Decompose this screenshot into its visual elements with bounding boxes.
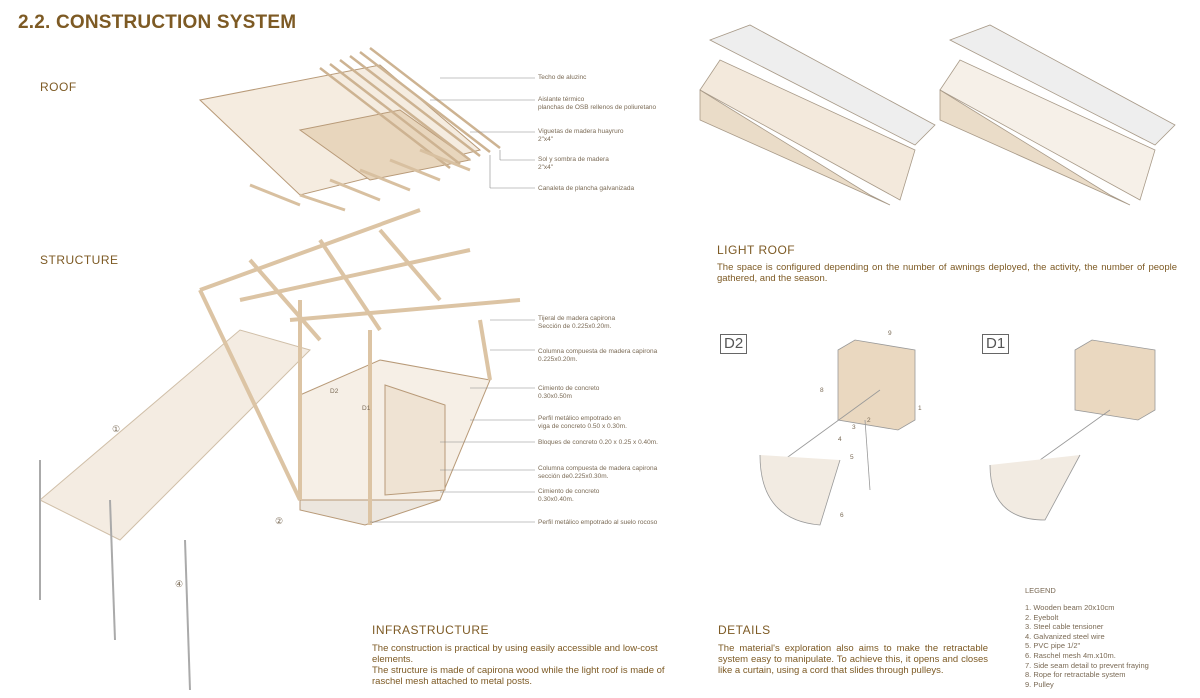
roof-label: Techo de aluzinc: [538, 74, 587, 81]
structure-label: Tijeral de madera capirona Sección de 0.…: [538, 315, 616, 330]
d2-number: 9: [888, 330, 892, 337]
d2-number: 8: [820, 387, 824, 394]
d2-number: 3: [852, 424, 856, 431]
structure-label: Perfil metálico empotrado al suelo rocos…: [538, 519, 658, 526]
d1-detail: [989, 339, 1156, 521]
legend-item: 1. Wooden beam 20x10cm: [1025, 603, 1115, 612]
legend-item: 6. Raschel mesh 4m.x10m.: [1025, 650, 1116, 660]
roof-axonometric: [198, 47, 535, 212]
structure-axonometric: [39, 208, 535, 691]
d2-tag: D2: [720, 334, 748, 354]
structure-label: Cimiento de concreto 0.30x0.40m.: [538, 488, 600, 503]
legend-item: 9. Pulley: [1025, 679, 1054, 689]
structure-heading: STRUCTURE: [40, 253, 119, 267]
infrastructure-text: The construction is practical by using e…: [372, 643, 665, 687]
legend-item: 4. Galvanized steel wire: [1025, 631, 1105, 641]
roof-heading: ROOF: [40, 80, 77, 94]
marker: ④: [175, 579, 184, 589]
legend-item: 8. Rope for retractable system: [1025, 670, 1126, 680]
marker: ②: [275, 516, 284, 526]
legend-item: 5. PVC pipe 1/2": [1025, 641, 1081, 651]
structure-label: Bloques de concreto 0.20 x 0.25 x 0.40m.: [538, 439, 658, 446]
light-roof-views: [699, 24, 1176, 206]
d2-number: 5: [850, 454, 854, 461]
roof-label: Aislante térmico planchas de OSB relleno…: [538, 96, 657, 111]
legend-heading: LEGEND: [1025, 586, 1056, 595]
structure-label: Cimiento de concreto 0.30x0.50m: [538, 385, 600, 400]
structure-label: Perfil metálico empotrado en viga de con…: [538, 415, 627, 430]
marker: ①: [112, 424, 121, 434]
details-heading: DETAILS: [718, 623, 771, 637]
d2-number: 2: [867, 417, 871, 424]
marker: D2: [330, 388, 339, 395]
structure-label: Columna compuesta de madera capirona 0.2…: [538, 348, 658, 363]
marker: D1: [362, 405, 371, 412]
light-roof-heading: LIGHT ROOF: [717, 243, 796, 257]
legend-item: 2. Eyebolt: [1025, 612, 1059, 622]
roof-label: Viguetas de madera huayruro 2"x4": [538, 128, 624, 143]
d2-number: 4: [838, 436, 842, 443]
roof-label: Sol y sombra de madera 2"x4": [538, 156, 609, 171]
structure-label: Columna compuesta de madera capirona sec…: [538, 465, 658, 480]
infrastructure-heading: INFRASTRUCTURE: [372, 623, 489, 637]
roof-label: Canaleta de plancha galvanizada: [538, 185, 635, 192]
d2-detail: [759, 339, 916, 526]
details-text: The material's exploration also aims to …: [718, 643, 988, 676]
legend-list: 1. Wooden beam 20x10cm 2. Eyebolt 3. Ste…: [1025, 603, 1149, 689]
d1-tag: D1: [982, 334, 1010, 354]
page-title: 2.2. CONSTRUCTION SYSTEM: [18, 12, 297, 33]
light-roof-text: The space is configured depending on the…: [717, 262, 1177, 284]
d2-number: 1: [918, 405, 922, 412]
d2-number: 6: [840, 512, 844, 519]
legend-item: 3. Steel cable tensioner: [1025, 622, 1104, 632]
legend-item: 7. Side seam detail to prevent fraying: [1025, 660, 1149, 670]
